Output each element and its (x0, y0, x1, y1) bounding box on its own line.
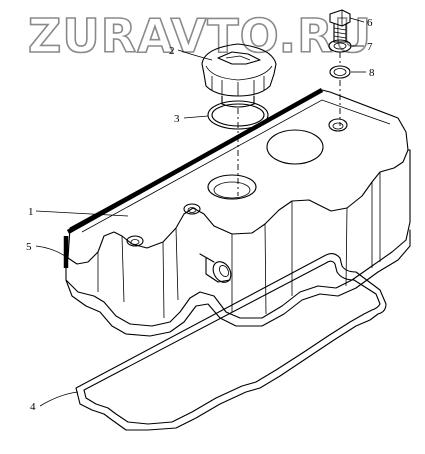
filler-neck-hole (207, 174, 257, 200)
bolt-boss (126, 235, 144, 247)
callout-8: 8 (369, 67, 375, 79)
bolt-boss (328, 118, 348, 132)
callout-2: 2 (169, 45, 175, 57)
callout-3: 3 (174, 113, 180, 125)
cover-bolt (329, 9, 351, 43)
breather-opening (266, 129, 324, 165)
callout-5: 5 (26, 241, 32, 253)
bolt-boss (183, 203, 201, 215)
callout-1: 1 (28, 206, 34, 218)
watermark-logo: ZURAVTO.RU (28, 9, 372, 63)
valve-cover (63, 88, 411, 337)
bolt-seal-ring (329, 65, 351, 79)
callout-6: 6 (367, 17, 373, 29)
oil-filler-cap (201, 43, 277, 108)
breather-pipe (199, 253, 232, 283)
valve-cover-gasket (75, 252, 387, 431)
callout-7: 7 (367, 41, 373, 53)
callout-4: 4 (30, 401, 36, 413)
